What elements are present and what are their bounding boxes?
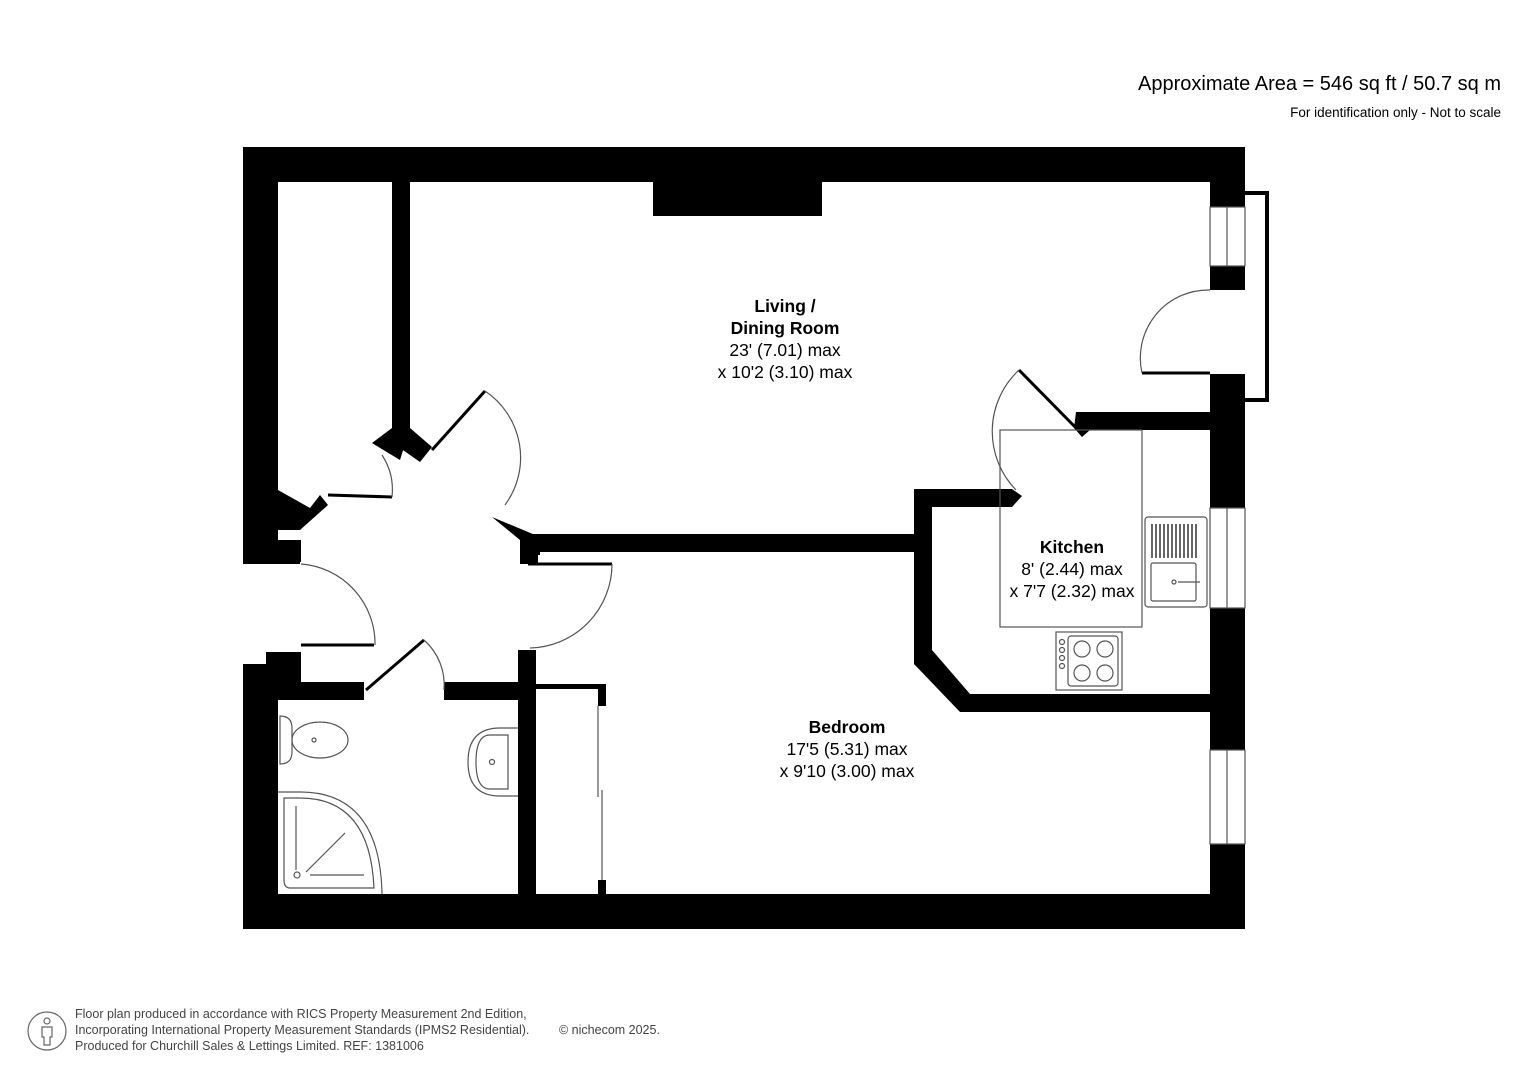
footer-line-3: Produced for Churchill Sales & Lettings … bbox=[75, 1039, 424, 1053]
doors bbox=[300, 289, 1211, 880]
scale-disclaimer: For identification only - Not to scale bbox=[1290, 105, 1501, 120]
room-label-bedroom: Bedroom 17'5 (5.31) max x 9'10 (3.00) ma… bbox=[747, 716, 947, 782]
room-name: Living / bbox=[754, 296, 816, 316]
room-name: Dining Room bbox=[730, 318, 840, 338]
hob-icon bbox=[1055, 631, 1123, 691]
room-name: Bedroom bbox=[808, 717, 886, 737]
approximate-area: Approximate Area = 546 sq ft / 50.7 sq m bbox=[1138, 73, 1501, 95]
room-dimension: x 9'10 (3.00) max bbox=[779, 761, 915, 781]
room-dimension: 8' (2.44) max bbox=[1021, 559, 1123, 579]
room-dimension: 17'5 (5.31) max bbox=[786, 739, 908, 759]
room-dimension: x 10'2 (3.10) max bbox=[717, 362, 853, 382]
copyright: © nichecom 2025. bbox=[559, 1023, 660, 1037]
walls bbox=[243, 147, 1245, 929]
room-label-kitchen: Kitchen 8' (2.44) max x 7'7 (2.32) max bbox=[1000, 536, 1144, 602]
person-in-circle-icon bbox=[27, 1011, 67, 1051]
toilet-icon bbox=[279, 715, 293, 765]
basin-icon bbox=[467, 727, 518, 797]
room-dimension: 23' (7.01) max bbox=[729, 340, 841, 360]
footer-line-1: Floor plan produced in accordance with R… bbox=[75, 1007, 527, 1021]
kitchen-worktop bbox=[999, 429, 1143, 628]
kitchen-sink-icon bbox=[1144, 516, 1208, 608]
footer-line-2: Incorporating International Property Mea… bbox=[75, 1023, 530, 1037]
shower-icon bbox=[278, 791, 383, 895]
room-dimension: x 7'7 (2.32) max bbox=[1009, 581, 1135, 601]
entrance-porch bbox=[1245, 191, 1269, 402]
fixtures bbox=[278, 429, 1208, 895]
room-name: Kitchen bbox=[1039, 537, 1105, 557]
footer-notes: Floor plan produced in accordance with R… bbox=[75, 1006, 660, 1054]
room-label-living: Living / Dining Room 23' (7.01) max x 10… bbox=[680, 295, 890, 383]
windows bbox=[1209, 206, 1246, 845]
